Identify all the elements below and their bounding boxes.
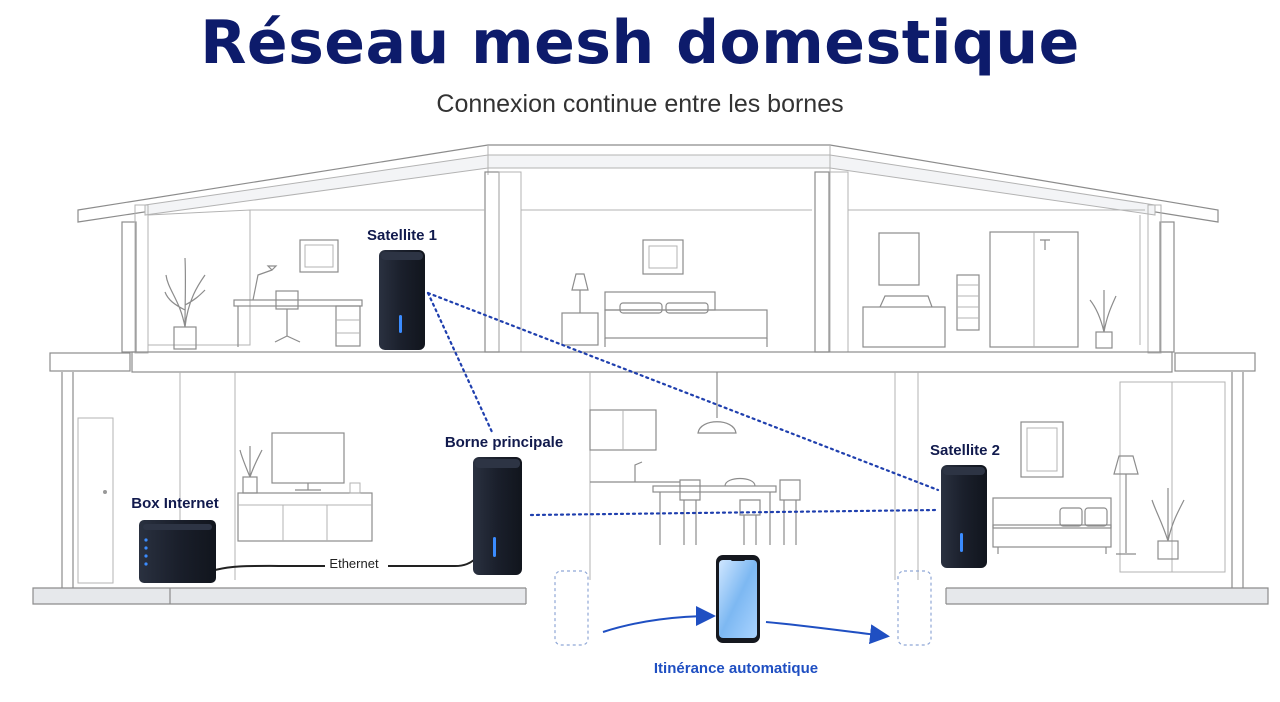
main-router-label: Borne principale (445, 434, 563, 451)
plant-upper-left (164, 257, 206, 350)
bedroom (561, 239, 768, 347)
satellite-2-label: Satellite 2 (930, 442, 1000, 459)
satellite-1-label: Satellite 1 (367, 227, 437, 244)
page-subtitle: Connexion continue entre les bornes (436, 90, 844, 118)
satellite-2-device (941, 465, 987, 568)
kitchen (589, 372, 801, 545)
phone-ghost-right (897, 570, 932, 646)
internet-box-device (139, 520, 216, 583)
link-satellite1-main (426, 291, 494, 434)
main-router-device (473, 457, 522, 575)
ground-slab (32, 587, 1269, 607)
living-room (992, 421, 1185, 560)
tv-unit (237, 432, 373, 542)
roof (77, 144, 1219, 223)
upper-floor (121, 171, 1175, 354)
ethernet-cable (214, 564, 325, 571)
phone-ghost-left (554, 570, 589, 646)
ethernet-label: Ethernet (329, 556, 379, 571)
plant-upper-right (1089, 290, 1117, 349)
floor-slab (49, 351, 1256, 373)
roaming-arrow-right (765, 621, 890, 645)
ground-floor (61, 372, 1244, 588)
roaming-arrow-left (602, 606, 716, 633)
link-satellite1-satellite2 (426, 291, 940, 492)
roaming-label: Itinérance automatique (654, 660, 818, 677)
satellite-1-device (379, 250, 425, 350)
bathroom (862, 231, 1079, 348)
picture-frame-inner (304, 244, 334, 268)
link-main-satellite2 (529, 508, 940, 517)
mesh-links (426, 291, 940, 517)
roaming-illustration (554, 555, 932, 646)
phone-icon (716, 555, 760, 643)
desk (233, 265, 363, 347)
page-title: Réseau mesh domestique (200, 8, 1080, 78)
picture-frame-upper-left (299, 239, 339, 273)
internet-box-label: Box Internet (131, 495, 219, 512)
ethernet-cable-end (388, 559, 475, 567)
